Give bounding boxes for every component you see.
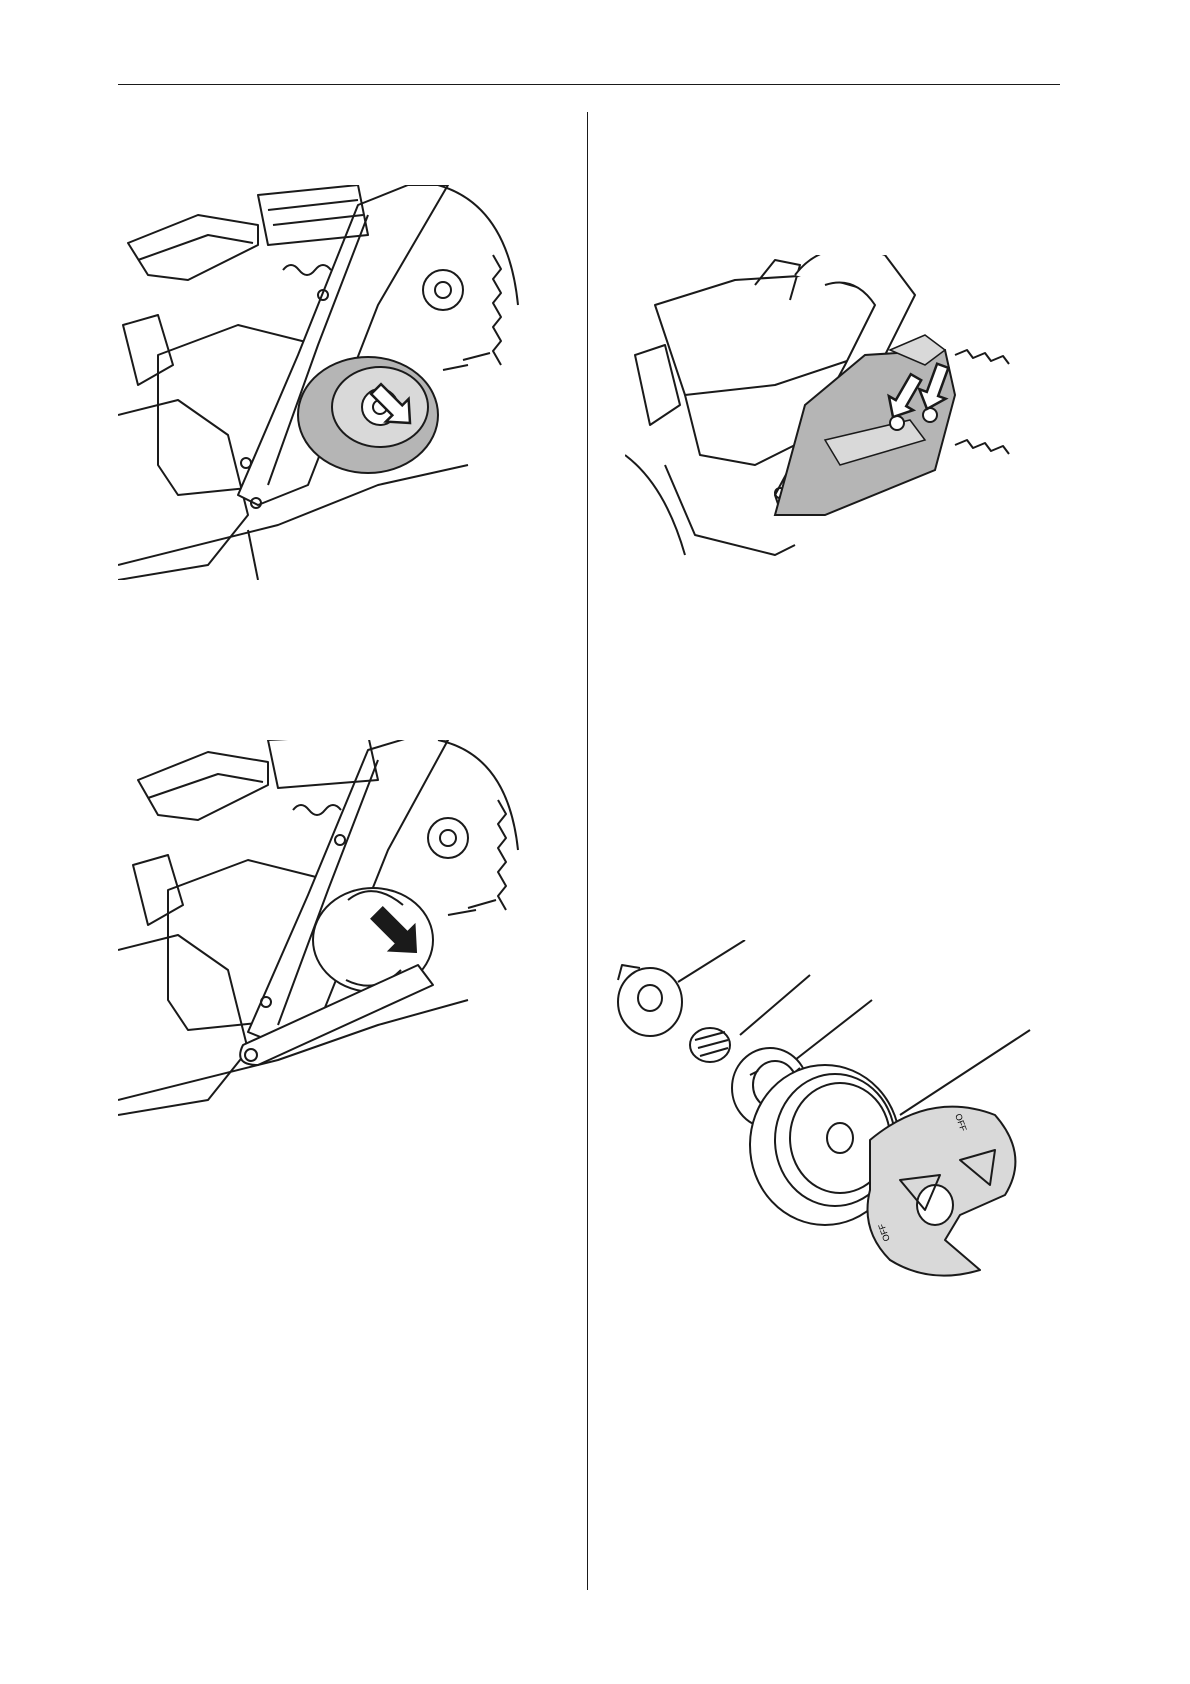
- figure-chain-brake-cover-nuts: [625, 255, 1045, 590]
- figure-clutch-exploded-view: OFF OFF: [600, 940, 1050, 1320]
- chainsaw-side-cover-illustration: [625, 255, 1045, 590]
- chainsaw-clutch-tool-illustration: [118, 740, 558, 1120]
- figure-clutch-tool-removal: [118, 740, 558, 1120]
- clutch-parts-exploded-illustration: OFF OFF: [600, 940, 1050, 1320]
- chainsaw-clutch-illustration: [118, 185, 558, 580]
- column-divider: [587, 112, 588, 1590]
- page-top-rule: [118, 84, 1060, 85]
- figure-clutch-drum-removal: [118, 185, 558, 580]
